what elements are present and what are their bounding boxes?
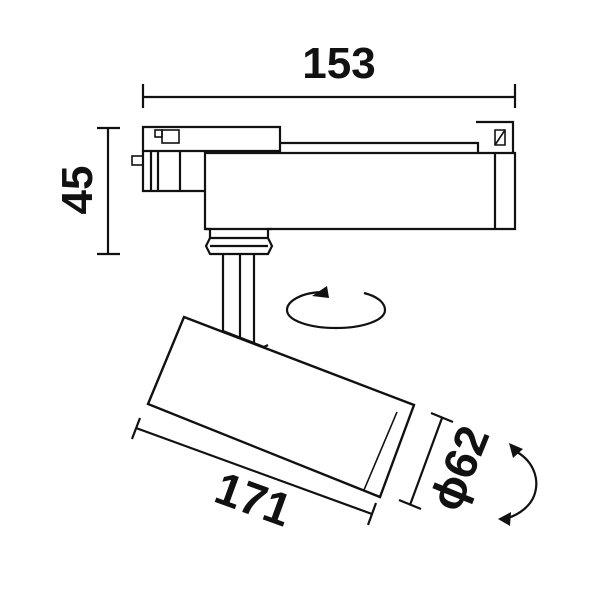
dimension-45-label: 45 — [53, 166, 102, 215]
rotation-horizontal-icon — [285, 286, 387, 330]
dimension-diameter-62: ϕ62 — [398, 411, 499, 518]
stem — [221, 254, 256, 345]
dimension-153-label: 153 — [302, 39, 375, 88]
rotation-tilt-icon — [498, 443, 538, 526]
dimension-45: 45 — [53, 126, 120, 256]
dimension-171-label: 171 — [209, 461, 299, 536]
neck-collar — [204, 227, 274, 256]
dimension-153: 153 — [141, 39, 517, 108]
dimension-diameter-label: ϕ62 — [419, 419, 499, 518]
track-adapter — [131, 120, 517, 231]
spotlight-head — [146, 315, 416, 499]
